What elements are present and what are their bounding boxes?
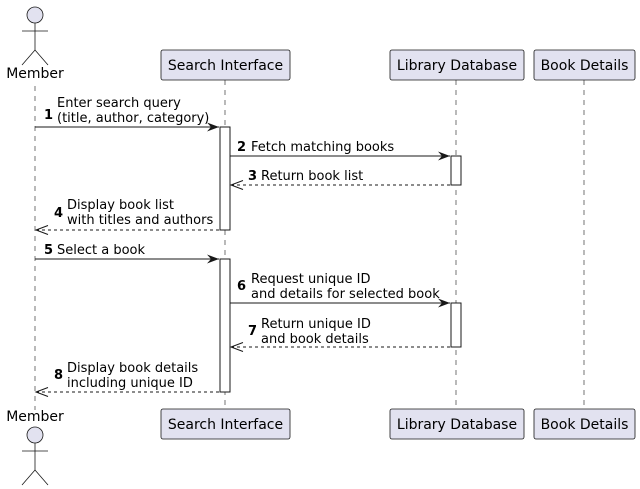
message-8: 8 Display book details including unique … [34,361,220,397]
message-7-line-2: and book details [261,332,369,347]
messages: 1 Enter search query (title, author, cat… [34,96,451,397]
participant-details-bottom: Book Details [541,417,629,433]
participant-member-bottom: Member [6,409,64,425]
message-1-line-2: (title, author, category) [57,111,209,126]
message-6-number: 6 [237,279,246,294]
activation-search-2 [219,258,231,393]
message-3: 3 Return book list [229,169,451,190]
participant-library-top: Library Database [397,58,517,74]
message-4-line-1: Display book list [67,198,174,213]
message-8-line-2: including unique ID [67,376,193,391]
message-4-line-2: with titles and authors [67,213,213,228]
message-6-line-2: and details for selected book [251,287,440,302]
message-8-number: 8 [54,368,63,383]
actor-member-top-icon [21,6,49,66]
participant-box-library-top [389,49,525,81]
message-4-number: 4 [54,206,63,221]
message-5: 5 Select a book [35,243,219,264]
message-4: 4 Display book list with titles and auth… [34,198,220,235]
message-2: 2 Fetch matching books [230,140,450,161]
participants-bottom: Member Search Interface Library Database… [6,408,636,486]
participant-search-bottom: Search Interface [168,417,283,433]
participant-box-search-top [160,49,291,81]
participant-search-top: Search Interface [168,58,283,74]
message-3-line-1: Return book list [261,169,363,184]
activation-library-1 [450,155,462,186]
participant-details-top: Book Details [541,58,629,74]
message-1: 1 Enter search query (title, author, cat… [35,96,219,132]
participant-box-details-bottom [533,408,636,440]
message-8-line-1: Display book details [67,361,198,376]
message-6: 6 Request unique ID and details for sele… [230,272,450,308]
activation-search-1 [219,126,231,231]
activations [219,126,462,393]
message-3-number: 3 [248,169,257,184]
message-1-number: 1 [44,108,53,123]
actor-member-bottom-icon [21,426,49,486]
message-7: 7 Return unique ID and book details [229,317,451,352]
participant-box-library-bottom [389,408,525,440]
participant-member-top: Member [6,66,64,82]
message-1-line-1: Enter search query [57,96,181,111]
participant-box-search-bottom [160,408,291,440]
message-7-number: 7 [248,324,257,339]
participants-top: Member Search Interface Library Database… [6,6,636,82]
message-5-number: 5 [44,243,53,258]
message-7-line-1: Return unique ID [261,317,371,332]
participant-box-details-top [533,49,636,81]
activation-library-2 [450,302,462,348]
message-2-line-1: Fetch matching books [251,140,394,155]
message-5-line-1: Select a book [57,243,145,258]
message-2-number: 2 [237,140,246,155]
participant-library-bottom: Library Database [397,417,517,433]
message-6-line-1: Request unique ID [251,272,371,287]
